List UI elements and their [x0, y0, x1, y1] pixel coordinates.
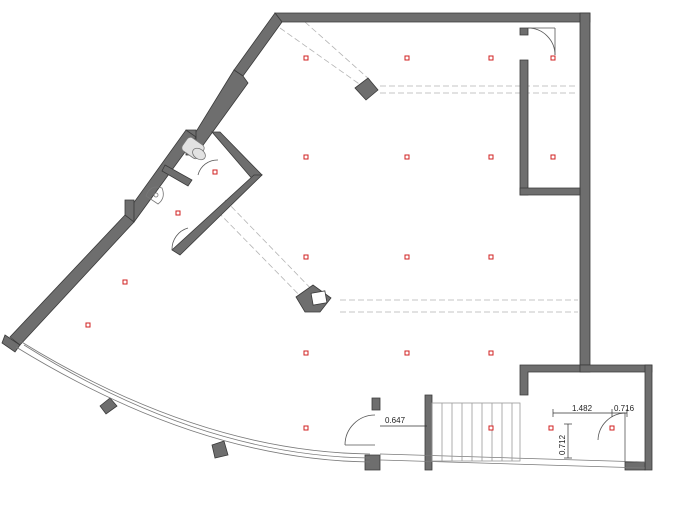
- ceiling-light-icon: [488, 254, 494, 260]
- ceiling-light-icon: [609, 425, 615, 431]
- ceiling-light-icon: [404, 55, 410, 61]
- dimension-width-2: 0.716: [614, 404, 635, 413]
- ceiling-light-icon: [550, 154, 556, 160]
- dimension-door-width: 0.647: [385, 416, 406, 425]
- ceiling-light-icon: [404, 350, 410, 356]
- door-swing-icon: [171, 27, 626, 462]
- ceiling-light-icon: [488, 425, 494, 431]
- ceiling-light-icon: [488, 154, 494, 160]
- window-wall: [15, 340, 646, 469]
- dimension-vertical: 0.712: [558, 434, 567, 455]
- ceiling-light-icon: [212, 169, 218, 175]
- exterior-walls: [1, 12, 653, 471]
- ceiling-lights: [85, 55, 615, 431]
- toilet-icon: [181, 136, 206, 161]
- ceiling-light-icon: [303, 55, 309, 61]
- column-icon: [99, 77, 379, 459]
- ceiling-light-icon: [488, 350, 494, 356]
- ceiling-light-icon: [488, 55, 494, 61]
- stair-icon: [431, 402, 521, 462]
- ceiling-light-icon: [404, 254, 410, 260]
- ceiling-light-icon: [548, 425, 554, 431]
- dashed-guides: [217, 21, 578, 313]
- ceiling-light-icon: [122, 279, 128, 285]
- ceiling-light-icon: [175, 210, 181, 216]
- ceiling-light-icon: [550, 55, 556, 61]
- dimension-lines: [380, 409, 628, 459]
- ceiling-light-icon: [303, 350, 309, 356]
- column-inner: [310, 290, 328, 306]
- dimension-width-1: 1.482: [572, 404, 593, 413]
- ceiling-light-icon: [85, 322, 91, 328]
- ceiling-light-icon: [404, 154, 410, 160]
- ceiling-light-icon: [303, 254, 309, 260]
- ceiling-light-icon: [303, 425, 309, 431]
- ceiling-light-icon: [303, 154, 309, 160]
- sink-icon: [145, 186, 164, 205]
